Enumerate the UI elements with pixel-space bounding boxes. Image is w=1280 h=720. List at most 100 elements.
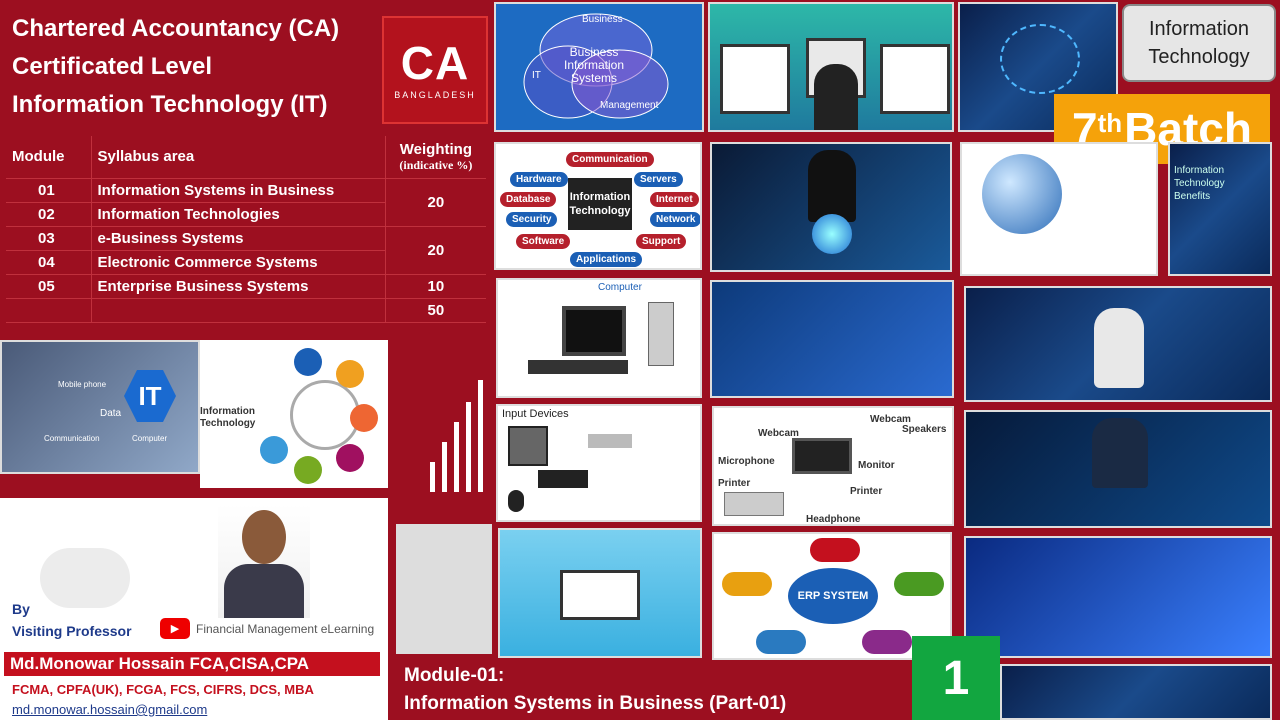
total-blank	[6, 298, 92, 323]
it-benefits-image: Information Technology Benefits	[1168, 142, 1272, 276]
table-total-row: 50	[6, 298, 486, 323]
globe-icon	[812, 214, 852, 254]
ring-node	[336, 360, 364, 388]
title-line-3: Information Technology (IT)	[12, 91, 328, 118]
professor-photo	[218, 504, 310, 618]
robot-automation-image	[964, 286, 1272, 402]
table-row: 03 e-Business Systems 20	[6, 226, 486, 275]
part-number-badge: 1	[912, 636, 1000, 720]
chain-image	[964, 536, 1272, 658]
label-printer-2: Printer	[850, 486, 883, 497]
module-number: 01	[6, 178, 92, 203]
title-line-2: Certificated Level	[12, 53, 213, 80]
venn-label-business: Business	[582, 14, 623, 25]
syllabus-area: e-Business Systems	[91, 226, 386, 251]
youtube-play-icon: ▶	[160, 618, 190, 639]
youtube-channel[interactable]: ▶ Financial Management eLearning	[160, 618, 374, 639]
bar	[442, 442, 447, 492]
header-syllabus-area: Syllabus area	[91, 136, 386, 179]
venn-diagram	[523, 13, 669, 119]
erp-node	[894, 572, 944, 596]
ring-node	[294, 456, 322, 484]
syllabus-area: Electronic Commerce Systems	[91, 250, 386, 275]
syllabus-area: Information Systems in Business	[91, 178, 386, 203]
information-technology-badge: Information Technology	[1122, 4, 1276, 82]
ca-bangladesh-logo: CA BANGLADESH	[382, 16, 488, 124]
erp-node	[862, 630, 912, 654]
bar	[454, 422, 459, 492]
header-weighting-sub: (indicative %)	[399, 157, 473, 172]
professor-panel	[0, 498, 388, 720]
benefits-text: Information Technology Benefits	[1174, 165, 1225, 202]
module-number: 04	[6, 250, 92, 275]
label-webcam-2: Webcam	[870, 414, 911, 425]
professor-credentials: FCMA, CPFA(UK), FCGA, FCS, CIFRS, DCS, M…	[12, 682, 314, 697]
bar	[478, 380, 483, 492]
ecommerce-illustration	[498, 528, 702, 658]
it-hexagon: IT	[124, 370, 176, 422]
word-communication: Communication	[44, 434, 100, 443]
table-row: 02 Information Technologies	[6, 202, 486, 227]
ring-node	[260, 436, 288, 464]
book-cover-image	[396, 524, 492, 654]
venn-label-it: IT	[532, 70, 541, 81]
label-microphone: Microphone	[718, 456, 775, 467]
brain-outline	[1000, 24, 1080, 94]
module-number: 05	[6, 274, 92, 299]
tablet-digital-image	[964, 410, 1272, 528]
chip-network: Network	[650, 212, 700, 227]
globe-people-image	[960, 142, 1158, 276]
label-printer: Printer	[718, 478, 751, 489]
monitor-icon	[562, 306, 626, 356]
module-line-1: Module-01:	[404, 665, 505, 686]
professor-email-link[interactable]: md.monowar.hossain@gmail.com	[12, 702, 208, 717]
logo-text: CA	[400, 37, 470, 89]
printer-icon	[724, 492, 784, 516]
erp-node	[722, 572, 772, 596]
erp-node	[810, 538, 860, 562]
table-header-row: Module Syllabus area Weighting (indicati…	[6, 136, 486, 179]
module-line-2: Information Systems in Business (Part-01…	[404, 693, 787, 714]
weighting-total: 50	[384, 298, 486, 323]
chip-support: Support	[636, 234, 687, 249]
person-silhouette	[814, 64, 858, 130]
chip-servers: Servers	[634, 172, 683, 187]
bar	[430, 462, 435, 492]
decorative-bars	[428, 376, 494, 492]
keyboard-icon	[538, 470, 588, 488]
chip-database: Database	[500, 192, 557, 207]
microphone-image	[40, 548, 130, 608]
laptop-icon	[560, 570, 640, 620]
ring-label: Information Technology	[200, 406, 280, 430]
title-line-1: Chartered Accountancy (CA)	[12, 15, 340, 42]
batch-suffix: th	[1097, 107, 1123, 138]
robot-silhouette	[1094, 308, 1144, 388]
badge-line-2: Technology	[1148, 46, 1250, 68]
chip-applications: Applications	[570, 252, 643, 267]
ring-node	[350, 404, 378, 432]
word-mobile: Mobile phone	[58, 380, 107, 389]
weighting-value: 20	[384, 226, 486, 275]
globe-icon	[982, 154, 1062, 234]
total-blank	[91, 298, 386, 323]
tower-icon	[648, 302, 674, 366]
table-row: 05 Enterprise Business Systems 10	[6, 274, 486, 299]
it-ring-diagram: Information Technology	[200, 340, 388, 488]
header-weighting: Weighting (indicative %)	[384, 136, 486, 179]
input-devices-tile: Input Devices	[496, 404, 702, 522]
label-headphone: Headphone	[806, 514, 861, 525]
syllabus-table: Module Syllabus area Weighting (indicati…	[6, 136, 486, 323]
it-hand-image: IT Mobile phone Data Communication Compu…	[0, 340, 200, 474]
venn-diagram-tile: Business IT Management Business Informat…	[494, 2, 704, 132]
erp-center: ERP SYSTEM	[788, 568, 878, 624]
chart-screen-1	[720, 44, 790, 114]
suit-shape	[224, 564, 304, 618]
label-speakers: Speakers	[902, 424, 947, 435]
businessman-silhouette	[808, 150, 856, 222]
table-row: 04 Electronic Commerce Systems	[6, 250, 486, 275]
venn-label-management: Management	[600, 100, 659, 111]
weighting-value: 20	[384, 178, 486, 227]
computer-diagram: Computer	[496, 278, 702, 398]
header-weighting-text: Weighting	[399, 140, 472, 158]
table-row: 01 Information Systems in Business 20	[6, 178, 486, 227]
